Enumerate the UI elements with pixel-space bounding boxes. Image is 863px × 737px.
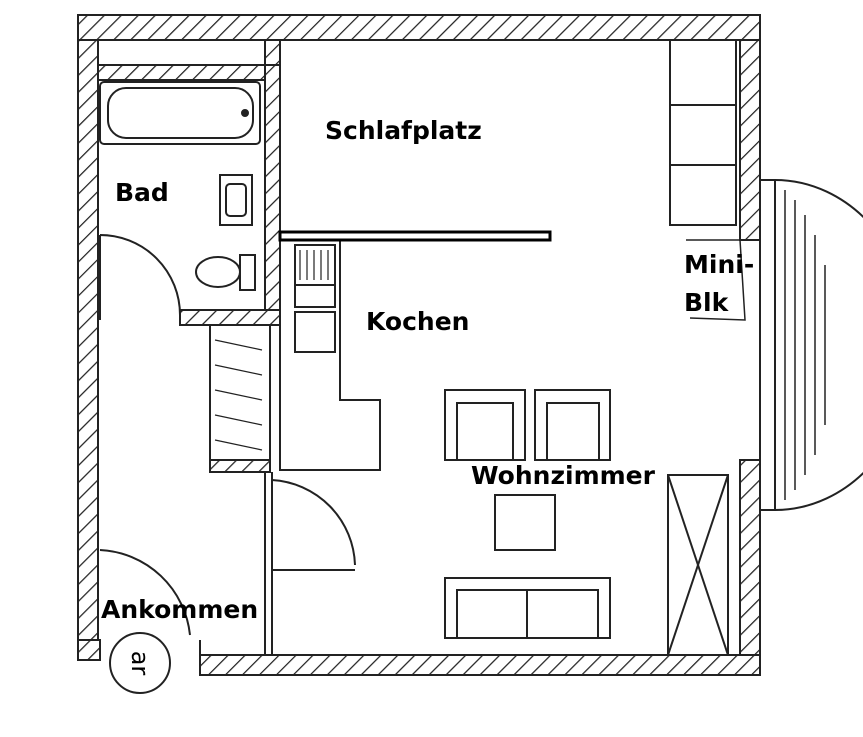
wall-bottom	[199, 654, 761, 676]
schlafplatz-divider	[278, 230, 552, 242]
room-label-balkon-2: Blk	[684, 288, 729, 317]
shelf	[669, 39, 737, 226]
bad-ceiling-strip	[97, 39, 281, 66]
closet	[209, 324, 271, 461]
sink	[219, 174, 253, 226]
bad-bottom-wall	[179, 309, 281, 326]
wardrobe	[667, 474, 729, 656]
room-label-ankommen: Ankommen	[101, 595, 259, 624]
wall-right-upper	[739, 39, 761, 241]
stove	[294, 244, 336, 286]
room-label-kochen: Kochen	[366, 307, 470, 336]
living-door	[271, 479, 356, 571]
bad-door	[99, 234, 181, 320]
wall-left	[77, 39, 99, 661]
room-label-wohnzimmer: Wohnzimmer	[471, 461, 655, 490]
bathtub	[99, 81, 261, 145]
room-label-schlafplatz: Schlafplatz	[325, 116, 482, 145]
table	[494, 494, 556, 551]
bad-right-wall	[264, 39, 281, 326]
room-label-balkon-1: Mini-	[684, 252, 755, 277]
entrance-symbol-circle	[109, 632, 171, 694]
closet-bottom-wall	[209, 459, 271, 473]
wall-right-lower	[739, 459, 761, 671]
wall-bottom-left	[77, 639, 101, 661]
entrance-symbol: ar	[126, 651, 154, 676]
wall-top	[77, 14, 761, 41]
bad-top-wall	[97, 64, 281, 81]
bay-window	[774, 179, 863, 511]
room-label-bad: Bad	[115, 178, 169, 207]
toilet	[239, 254, 256, 291]
entrance-door	[99, 549, 191, 636]
